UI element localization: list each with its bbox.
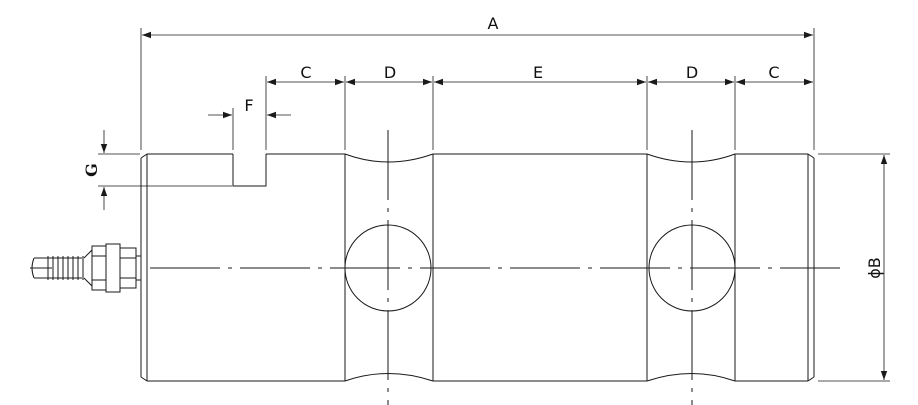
label-d-right: D xyxy=(686,63,698,82)
beam-bottom-edge xyxy=(147,373,808,382)
label-c-left: C xyxy=(300,63,311,82)
label-g: G xyxy=(82,163,101,177)
label-d-left: D xyxy=(384,63,396,82)
cable-gland xyxy=(30,243,142,293)
center-lines xyxy=(150,130,840,405)
dimension-lines xyxy=(100,31,888,380)
label-a: A xyxy=(488,14,499,33)
label-f: F xyxy=(244,96,253,115)
strain-relief-spring xyxy=(47,256,84,280)
beam-top-edge xyxy=(147,153,808,163)
label-e: E xyxy=(533,63,543,82)
label-c-right: C xyxy=(768,63,779,82)
extension-lines xyxy=(98,28,890,382)
label-b: ϕB xyxy=(865,257,884,279)
slot-notch xyxy=(232,154,267,187)
dimension-labels: A C D E D C F G ϕB xyxy=(82,14,884,279)
